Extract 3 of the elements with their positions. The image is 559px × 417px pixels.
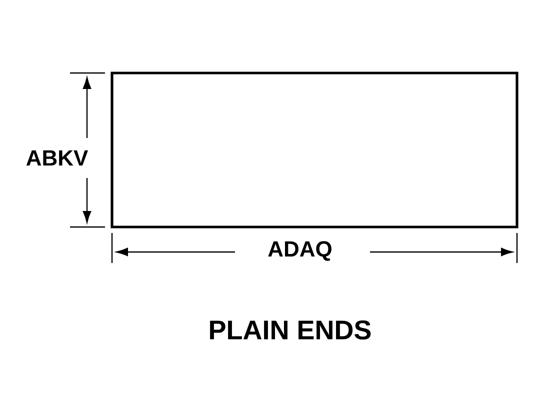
dimension-label: ABKV — [26, 150, 88, 166]
caption: PLAIN ENDS — [210, 320, 371, 340]
dimension-label: ADAQ — [268, 241, 332, 261]
